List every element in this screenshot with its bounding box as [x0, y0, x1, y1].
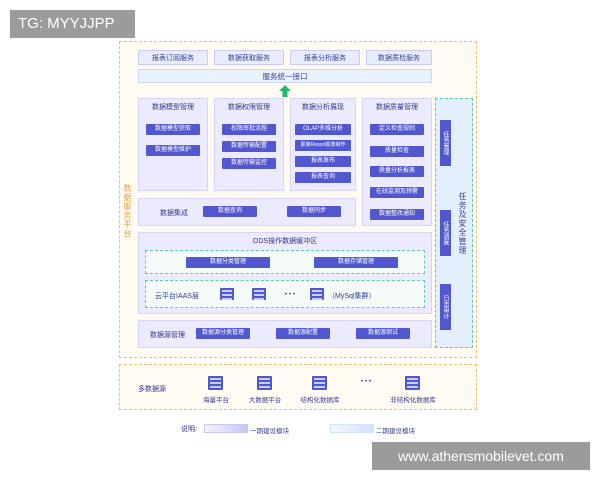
btn-data-query: 数据查询 [203, 206, 257, 217]
sources-title: 多数据源 [138, 386, 166, 393]
panel-quality-title: 数据质量管理 [376, 104, 418, 111]
btn-transfer-config: 数据传输配置 [222, 141, 276, 152]
legend-phase2: 二期建设模块 [376, 428, 415, 435]
legend-label: 说明: [181, 426, 197, 433]
btn-data-sync: 数据同步 [287, 206, 341, 217]
btn-quality-check: 质量检查 [370, 146, 424, 157]
btn-report-query: 报表查询 [295, 172, 351, 183]
sources-ellipsis: • • • [360, 378, 372, 385]
btn-check-rules: 定义检查规则 [370, 124, 424, 135]
btn-model-maintain: 数据模型维护 [146, 145, 200, 156]
panel-model-management [138, 98, 208, 191]
database-icon [405, 376, 420, 390]
server-icon [310, 288, 324, 300]
panel-permission-title: 数据权限管理 [228, 104, 270, 111]
btn-category-mgmt: 数据分类管理 [186, 257, 270, 268]
panel-model-title: 数据模型管理 [152, 104, 194, 111]
service-bus: 服务统一接口 [138, 69, 432, 83]
service-report-subscribe: 报表订阅服务 [138, 50, 208, 65]
service-report-analysis: 报表分析服务 [290, 50, 360, 65]
source-structured: 结构化数据库 [300, 397, 340, 404]
legend-swatch-phase1 [204, 424, 248, 433]
cloud-area [145, 280, 425, 308]
legend-phase1: 一期建设模块 [250, 428, 289, 435]
btn-source-test: 数据源测试 [356, 328, 410, 339]
database-icon [257, 376, 272, 390]
service-data-qc: 数据质检服务 [366, 50, 432, 65]
service-data-fetch: 数据获取服务 [214, 50, 284, 65]
up-arrow-icon [279, 85, 291, 97]
btn-rectify-notice: 数据整改通知 [370, 209, 424, 220]
panel-analysis-title: 数据分析展现 [302, 104, 344, 111]
cloud-ellipsis: • • • [284, 291, 296, 298]
btn-source-category: 数据源分类管理 [196, 328, 250, 339]
btn-task-management: 任务管理 [440, 120, 451, 166]
watermark-tag: TG: MYYJJPP [10, 10, 135, 38]
btn-storage-mgmt: 数据存储管理 [314, 257, 398, 268]
btn-quality-report: 质量分析报表 [370, 166, 424, 177]
cloud-title: 云平台IAAS层 [155, 293, 199, 300]
btn-model-fetch: 数据模型获取 [146, 124, 200, 135]
btn-olap: OLAP多维分析 [295, 124, 351, 135]
legend-swatch-phase2 [330, 424, 374, 433]
watermark-url: www.athensmobilevet.com [372, 442, 590, 470]
btn-adhoc-report: 即席Report报表制作 [295, 140, 351, 151]
database-icon [312, 376, 327, 390]
ods-title: ODS操作数据缓冲区 [252, 238, 318, 245]
panel-quality-management [362, 98, 432, 226]
source-mgmt-title: 数据源管理 [150, 332, 185, 339]
btn-transfer-monitor: 数据传输监控 [222, 158, 276, 169]
btn-task-schedule: 任务调度 [440, 210, 451, 256]
security-title: 任务及安全管理 [458, 192, 467, 255]
database-icon [208, 376, 223, 390]
server-icon [252, 288, 266, 300]
integration-title: 数据集成 [160, 210, 188, 217]
source-massive: 海量平台 [203, 397, 229, 404]
platform-label: 数据服务平台 [123, 184, 132, 238]
btn-permission-approval: 权限审批流程 [222, 124, 276, 135]
btn-source-config: 数据源配置 [276, 328, 330, 339]
cloud-cluster: （MySql集群） [328, 293, 376, 300]
source-unstructured: 非结构化数据库 [390, 397, 436, 404]
server-icon [220, 288, 234, 300]
btn-online-monitor: 在线监测及预警 [370, 187, 424, 198]
btn-log-audit: 日志审计 [440, 284, 451, 330]
source-bigdata: 大数据平台 [248, 397, 282, 404]
btn-report-publish: 报表发布 [295, 156, 351, 167]
